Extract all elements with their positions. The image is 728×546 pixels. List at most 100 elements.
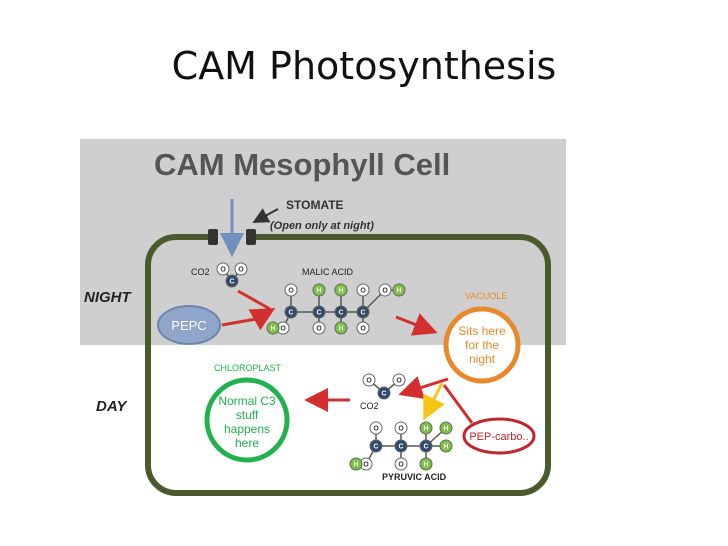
cell-wall <box>145 234 551 496</box>
hydrogen-atom-label: H <box>317 288 322 295</box>
carbon-atom-label: C <box>374 444 379 451</box>
oxygen-atom-label: O <box>360 326 366 333</box>
oxygen-atom-label: O <box>363 462 369 469</box>
carbon-atom-label: C <box>289 310 294 317</box>
vacuole-to-pyruvic-arrow <box>423 382 445 421</box>
hydrogen-atom <box>419 421 433 435</box>
oxygen-atom <box>284 283 298 297</box>
carbon-atom-label: C <box>230 279 235 286</box>
carbon-atom-label: C <box>382 391 387 398</box>
oxygen-atom-label: O <box>382 288 388 295</box>
oxygen-atom <box>356 283 370 297</box>
carbon-atom <box>356 305 370 319</box>
hydrogen-atom <box>334 283 348 297</box>
hydrogen-atom-label: H <box>424 426 429 433</box>
hydrogen-atom <box>439 421 453 435</box>
chloroplast <box>204 377 290 463</box>
pep-carbo-enzyme <box>462 417 536 455</box>
carbon-atom-label: C <box>399 444 404 451</box>
hydrogen-atom <box>419 457 433 471</box>
pepc-label: PEPC <box>171 318 206 333</box>
hydrogen-atom-label: H <box>424 462 429 469</box>
oxygen-atom-label: O <box>366 378 372 385</box>
stomate-guard-left <box>208 229 218 245</box>
carbon-atom <box>334 305 348 319</box>
carbon-atom-label: C <box>339 310 344 317</box>
vacuole-to-co2-arrow <box>398 376 449 399</box>
oxygen-atom <box>312 321 326 335</box>
stomate-label: STOMATE <box>286 198 344 212</box>
oxygen-atom-label: O <box>280 326 286 333</box>
diagram-title: CAM Mesophyll Cell <box>154 147 450 182</box>
hydrogen-atom <box>312 283 326 297</box>
co2-top-label: CO2 <box>191 267 210 277</box>
oxygen-atom-label: O <box>398 462 404 469</box>
oxygen-atom-label: O <box>220 267 226 274</box>
chloroplast-text-line-4: here <box>235 436 259 450</box>
hydrogen-atom <box>392 283 406 297</box>
oxygen-atom-label: O <box>238 267 244 274</box>
co2-molecule-top: O OC <box>216 262 248 288</box>
pepc-enzyme <box>157 305 221 345</box>
hydrogen-atom <box>439 439 453 453</box>
pep-carbo-to-junction-arrow <box>442 384 474 424</box>
oxygen-atom <box>369 421 383 435</box>
chloroplast-text-line-2: stuff <box>236 408 259 422</box>
oxygen-atom-label: O <box>316 326 322 333</box>
oxygen-atom <box>362 373 376 387</box>
chloroplast-text-line-1: Normal C3 <box>218 394 276 408</box>
chloroplast-text-line-3: happens <box>224 422 270 436</box>
carbon-atom <box>225 274 239 288</box>
carbon-atom-label: C <box>361 310 366 317</box>
co2-molecule-bottom: O O C <box>362 373 406 400</box>
oxygen-atom-label: O <box>360 288 366 295</box>
carbon-atom <box>312 305 326 319</box>
vacuole-text-line-2: for the <box>465 338 499 352</box>
hydrogen-atom-label: H <box>339 326 344 333</box>
vacuole-label: VACUOLE <box>465 291 507 301</box>
hydrogen-atom-label: H <box>444 444 449 451</box>
oxygen-atom <box>378 283 392 297</box>
vacuole-text-line-1: Sits here <box>458 324 506 338</box>
night-label: NIGHT <box>84 289 133 306</box>
co2-to-malic-arrow <box>237 289 271 311</box>
carbon-atom <box>419 439 433 453</box>
hydrogen-atom <box>349 457 363 471</box>
hydrogen-atom-label: H <box>271 326 276 333</box>
pepc-to-malic-arrow <box>221 308 276 331</box>
malic-acid-label: MALIC ACID <box>302 267 354 277</box>
hydrogen-atom-label: H <box>397 288 402 295</box>
hydrogen-atom-label: H <box>339 288 344 295</box>
malic-to-vacuole-arrow <box>395 313 438 336</box>
stomate-guard-right <box>246 229 256 245</box>
carbon-atom <box>284 305 298 319</box>
hydrogen-atom-label: H <box>354 462 359 469</box>
chloroplast-label: CHLOROPLAST <box>214 363 282 373</box>
oxygen-atom <box>234 262 248 276</box>
carbon-atom <box>377 386 391 400</box>
carbon-atom <box>394 439 408 453</box>
stomate-note: (Open only at night) <box>270 220 374 232</box>
pep-carbo-label: PEP-carbo.. <box>469 431 528 443</box>
oxygen-atom-label: O <box>288 288 294 295</box>
co2-bottom-label: CO2 <box>360 401 379 411</box>
carbon-atom-label: C <box>424 444 429 451</box>
hydrogen-atom <box>334 321 348 335</box>
slide-title: CAM Photosynthesis <box>171 44 557 88</box>
cam-diagram: CAM Mesophyll Cell STOMATE (Open only at… <box>80 139 566 503</box>
stomate-pointer-arrow <box>252 208 279 223</box>
day-label: DAY <box>96 398 129 415</box>
pyruvic-acid-label: PYRUVIC ACID <box>382 472 447 482</box>
oxygen-atom-label: O <box>396 378 402 385</box>
vacuole-text-line-3: night <box>469 352 496 366</box>
hydrogen-atom-label: H <box>444 426 449 433</box>
vacuole <box>443 306 521 384</box>
oxygen-atom <box>394 421 408 435</box>
carbon-atom <box>369 439 383 453</box>
oxygen-atom <box>394 457 408 471</box>
oxygen-atom-label: O <box>373 426 379 433</box>
oxygen-atom <box>216 262 230 276</box>
oxygen-atom-label: O <box>398 426 404 433</box>
